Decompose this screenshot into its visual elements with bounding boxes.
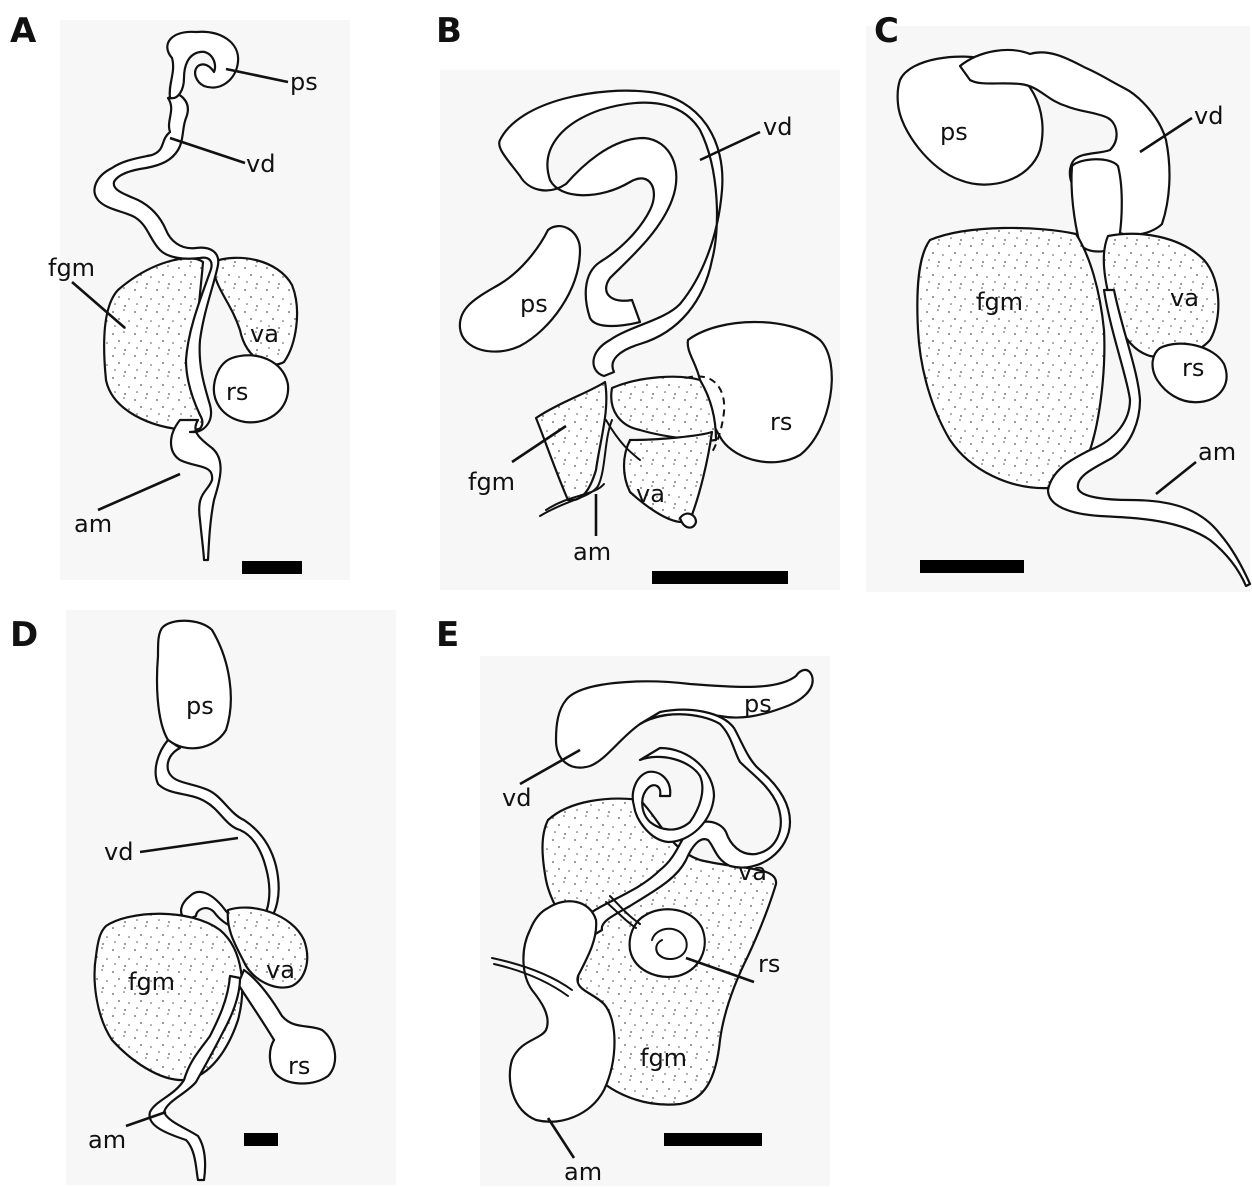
panel-b-letter: B (436, 11, 462, 51)
panel-a-letter: A (10, 11, 37, 51)
panel-b-fgm-label: fgm (468, 468, 515, 496)
panel-b-rs-label: rs (770, 408, 792, 436)
panel-b: B vd ps rs fgm va am (436, 11, 840, 590)
panel-c-am-label: am (1198, 438, 1236, 466)
panel-e: E ps vd va rs fgm am (436, 615, 830, 1186)
panel-c-vd-label: vd (1194, 102, 1223, 130)
panel-a-rs-label: rs (226, 378, 248, 406)
panel-e-rs-shape (630, 909, 705, 977)
panel-a-scale-bar (242, 561, 302, 574)
panel-d: D ps vd fgm va rs am (10, 610, 396, 1185)
panel-b-scale-bar (652, 571, 788, 584)
panel-a-va-label: va (250, 320, 279, 348)
panel-e-va-label: va (738, 858, 767, 886)
panel-d-letter: D (10, 615, 38, 655)
panel-c-rs-label: rs (1182, 354, 1204, 382)
panel-c-letter: C (874, 11, 899, 51)
panel-c: C ps vd fgm va rs am (866, 11, 1250, 592)
panel-a-ps-label: ps (290, 68, 318, 96)
panel-d-am-label: am (88, 1126, 126, 1154)
panel-b-va-label: va (636, 480, 665, 508)
panel-b-ps-label: ps (520, 290, 548, 318)
panel-d-va-label: va (266, 956, 295, 984)
panel-e-scale-bar (664, 1133, 762, 1146)
panel-d-vd-label: vd (104, 838, 133, 866)
panel-d-ps-label: ps (186, 692, 214, 720)
panel-a-vd-label: vd (246, 150, 275, 178)
panel-e-ps-label: ps (744, 690, 772, 718)
panel-c-fgm-label: fgm (976, 288, 1023, 316)
panel-c-scale-bar (920, 560, 1024, 573)
panel-b-vd-label: vd (763, 113, 792, 141)
panel-e-fgm-label: fgm (640, 1044, 687, 1072)
panel-d-rs-label: rs (288, 1052, 310, 1080)
panel-a: A ps vd fgm va rs am (10, 11, 350, 580)
panel-e-am-label: am (564, 1158, 602, 1186)
panel-c-ps-label: ps (940, 118, 968, 146)
panel-d-scale-bar (244, 1133, 278, 1146)
panel-a-am-label: am (74, 510, 112, 538)
panel-e-vd-label: vd (502, 784, 531, 812)
panel-e-rs-label: rs (758, 950, 780, 978)
panel-e-letter: E (436, 615, 459, 655)
panel-a-fgm-label: fgm (48, 254, 95, 282)
panel-c-va-label: va (1170, 284, 1199, 312)
panel-d-fgm-label: fgm (128, 968, 175, 996)
panel-b-am-label: am (573, 538, 611, 566)
